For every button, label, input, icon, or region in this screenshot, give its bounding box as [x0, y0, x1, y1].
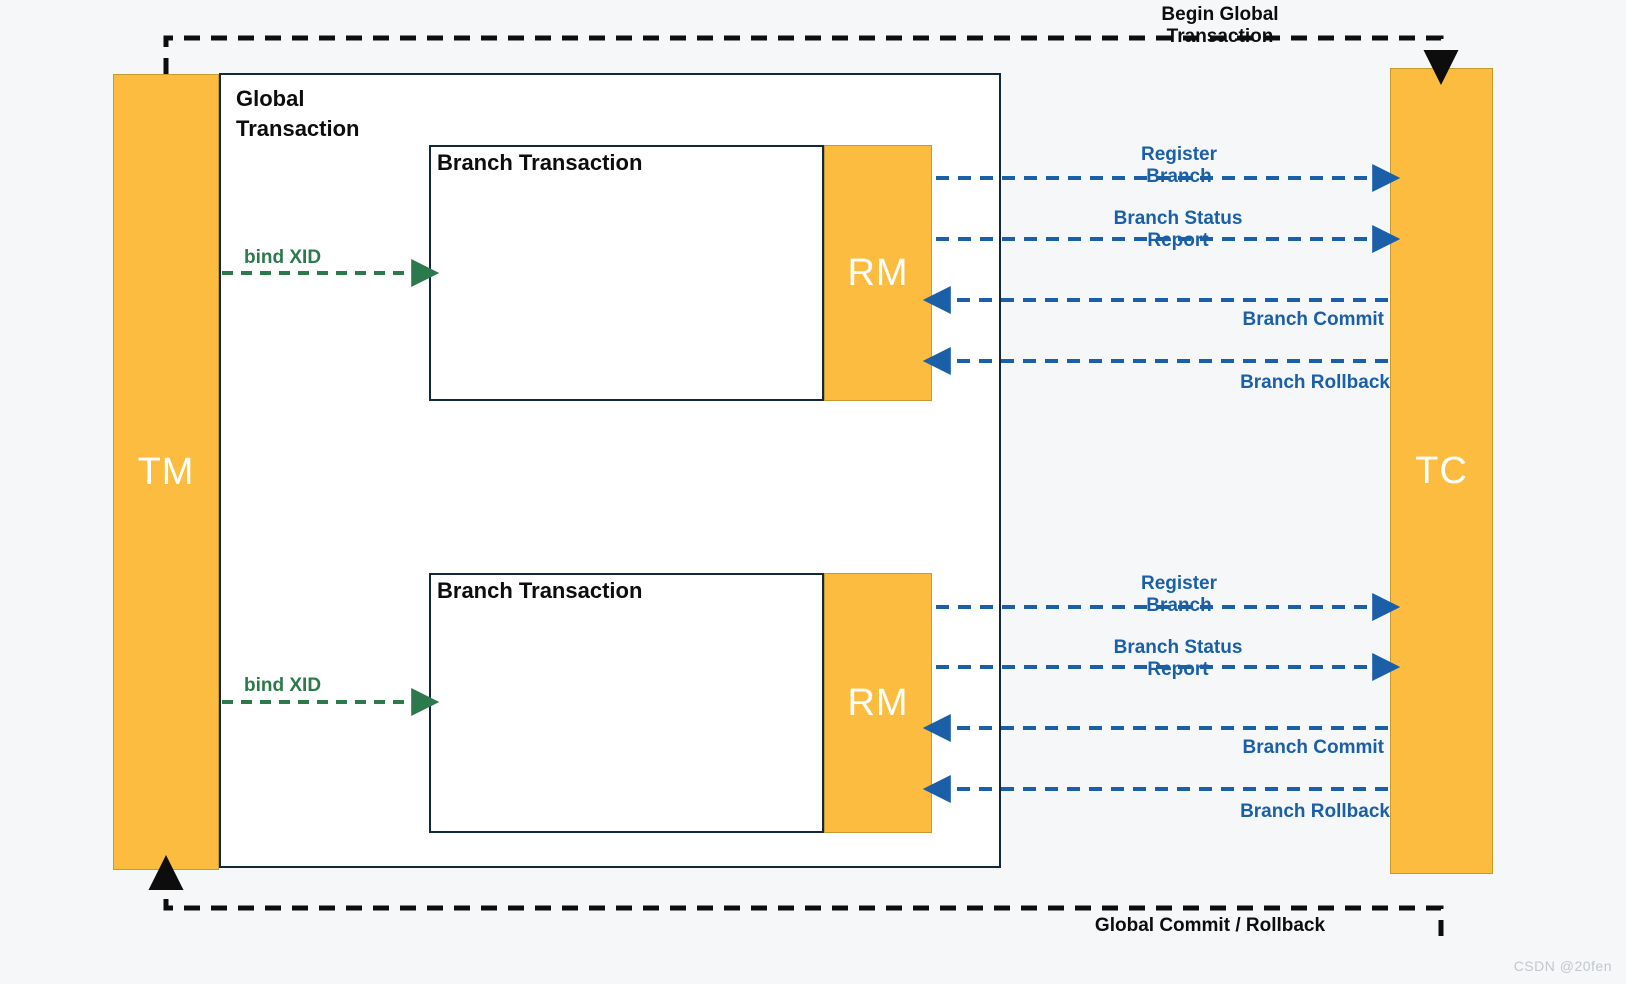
actor-tm-label: TM	[137, 450, 195, 493]
label-branch-commit-top: Branch Commit	[1242, 309, 1384, 330]
branch-transaction-box-top	[429, 145, 824, 401]
actor-rm-bottom: RM	[824, 573, 932, 833]
label-bind-xid-bottom: bind XID	[244, 675, 322, 696]
label-bind-xid-top: bind XID	[244, 247, 322, 268]
actor-tc-label: TC	[1415, 449, 1468, 492]
label-register-branch-top: Register Branch	[1140, 144, 1218, 188]
label-branch-status-report-top: Branch Status Report	[1113, 208, 1243, 252]
label-register-branch-bottom: Register Branch	[1140, 573, 1218, 617]
label-branch-rollback-top: Branch Rollback	[1240, 372, 1390, 393]
branch-transaction-box-bottom	[429, 573, 824, 833]
branch-transaction-title-top: Branch Transaction	[437, 150, 643, 175]
actor-rm-bottom-label: RM	[847, 681, 909, 724]
actor-tm: TM	[113, 74, 219, 870]
label-begin-global-transaction: Begin Global Transaction	[1161, 4, 1279, 48]
label-branch-status-report-bottom: Branch Status Report	[1113, 637, 1243, 681]
label-branch-rollback-bottom: Branch Rollback	[1240, 801, 1390, 822]
label-global-commit-rollback: Global Commit / Rollback	[1094, 915, 1326, 936]
label-branch-commit-bottom: Branch Commit	[1242, 737, 1384, 758]
branch-transaction-title-bottom: Branch Transaction	[437, 578, 643, 603]
global-transaction-title: Global Transaction	[236, 86, 360, 142]
actor-tc: TC	[1390, 68, 1493, 874]
watermark: CSDN @20fen	[1513, 958, 1612, 974]
actor-rm-top-label: RM	[847, 251, 909, 294]
actor-rm-top: RM	[824, 145, 932, 401]
